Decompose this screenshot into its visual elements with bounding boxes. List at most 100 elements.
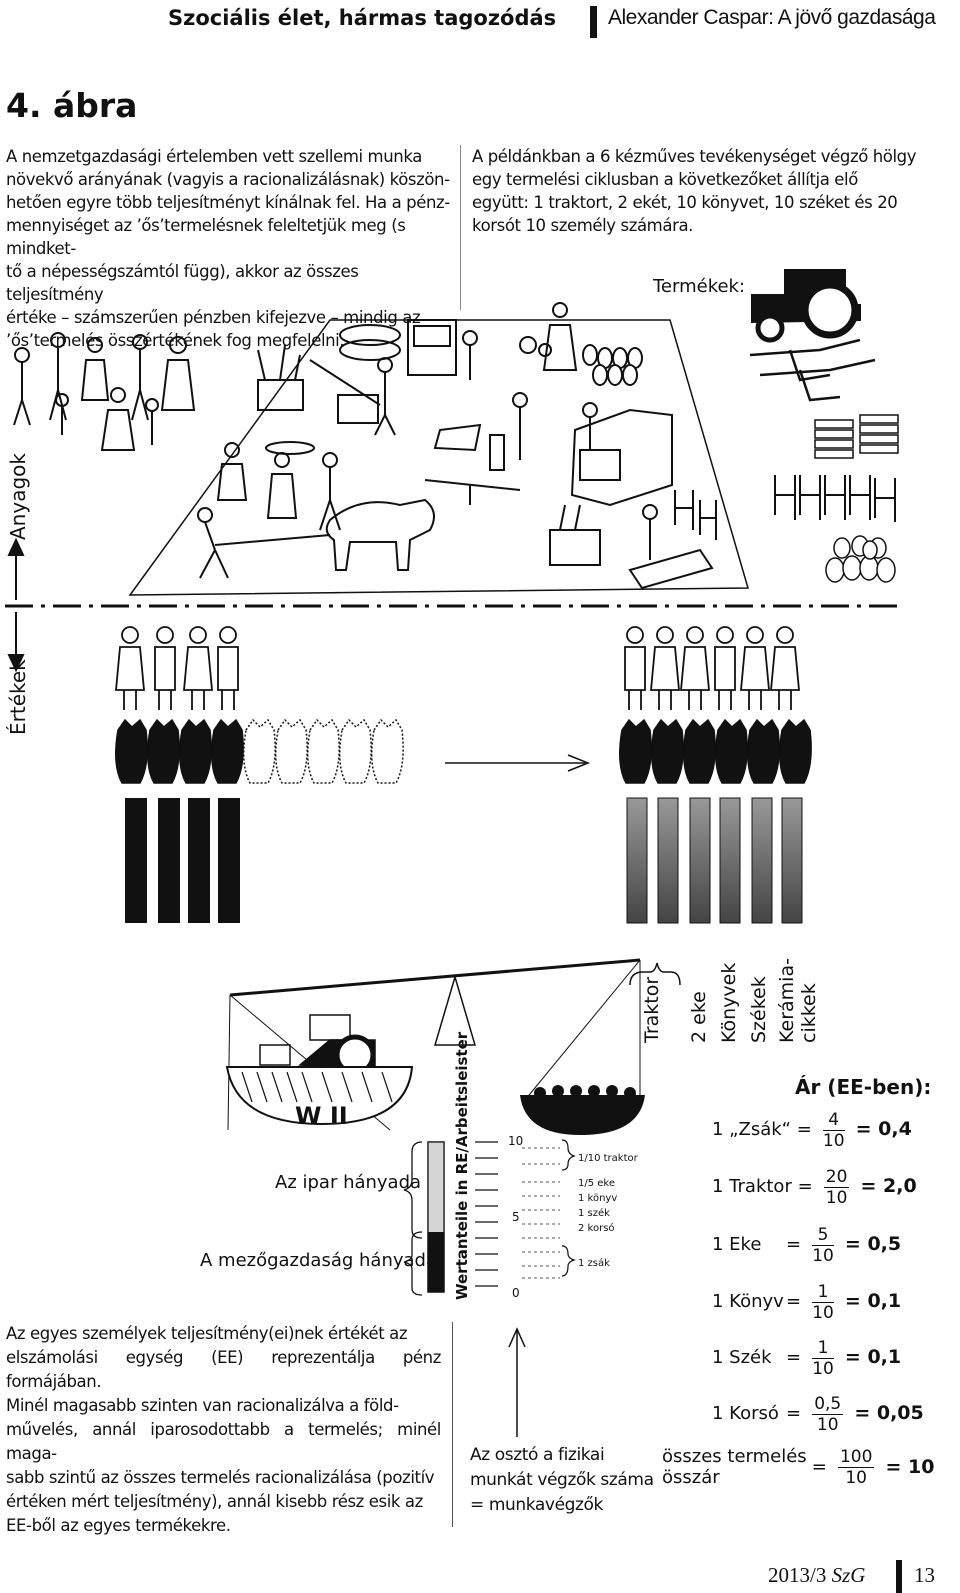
pan-label-w2: W II	[295, 1102, 348, 1130]
text-line: együtt: 1 traktort, 2 ekét, 10 könyvet, …	[472, 193, 898, 212]
price-eq: =	[786, 1291, 802, 1312]
workshop-floor	[128, 319, 749, 596]
label-mezogazdasag-hanyada: A mezőgazdaság hányada	[200, 1250, 438, 1271]
text-line: Az osztó a fizikai	[470, 1445, 605, 1465]
text-line: egy termelési ciklusban a következőket á…	[472, 170, 858, 189]
price-result: = 0,5	[844, 1233, 902, 1255]
note-szek: 1 szék	[578, 1208, 610, 1219]
value-bars-right	[626, 797, 803, 924]
scale-pans-icon	[225, 1066, 414, 1126]
text-line: sabb szintű az összes termelés racionali…	[6, 1468, 435, 1487]
price-title: Ár (EE-ben):	[795, 1075, 932, 1099]
total-label-line1: összes termelés	[662, 1446, 807, 1467]
footer-issue: 2013/3 SzG	[768, 1563, 865, 1588]
bottom-left-text: Az egyes személyek teljesítmény(ei)nek é…	[6, 1322, 441, 1538]
value-scale-ticks	[475, 1139, 576, 1287]
axis-arrows-icon	[7, 537, 25, 673]
note-konyv: 1 könyv	[578, 1193, 618, 1204]
text-line: A nemzetgazdasági értelemben vett szelle…	[6, 147, 422, 166]
price-result: = 0,1	[844, 1346, 902, 1368]
sacks-right-icon	[619, 718, 812, 784]
pottery-workers-icon	[519, 302, 643, 386]
price-label: 1 Szék	[712, 1347, 772, 1368]
text-left-block: A nemzetgazdasági értelemben vett szelle…	[6, 145, 456, 352]
production-illustration	[5, 269, 905, 673]
text-line: növekvő arányának (vagyis a racionalizál…	[6, 170, 450, 189]
footer-issue-number: 2013/3	[768, 1563, 827, 1587]
product-label-szekek: Székek	[748, 976, 770, 1043]
note-eke: 1/5 eke	[578, 1178, 616, 1189]
pan-label-w1: W I	[567, 1102, 611, 1130]
footer-divider	[896, 1560, 902, 1593]
text-line: elszámolási egység (EE) reprezentálja pé…	[6, 1348, 441, 1391]
price-label: 1 Könyv	[712, 1291, 784, 1312]
text-line: korsót 10 személy számára.	[472, 216, 694, 235]
text-line: mennyiséget az ’ős’termelésnek feleltetj…	[6, 216, 406, 258]
price-eq: =	[786, 1234, 802, 1255]
product-label-eke: 2 eke	[688, 991, 710, 1043]
text-line: = munkavégzők	[470, 1495, 603, 1515]
products-heading: Termékek:	[653, 276, 746, 297]
tick-5: 5	[512, 1210, 520, 1224]
text-line: ’ős’termelés összértékének fog megfeleln…	[6, 331, 345, 350]
price-label: 1 „Zsák“ =	[712, 1119, 812, 1140]
text-line: tő a népességszámtól függ), akkor az öss…	[6, 262, 359, 304]
text-line: értéken mért teljesítmény), annál kisebb…	[6, 1492, 423, 1511]
price-label: 1 Traktor =	[712, 1176, 813, 1197]
people-left-row-icon	[115, 626, 239, 710]
chairs-books-workshop-icon	[549, 490, 717, 590]
product-label-konyvek: Könyvek	[718, 962, 740, 1043]
printing-press-icon	[512, 392, 673, 507]
price-eq: =	[786, 1347, 802, 1368]
price-result: = 0,4	[855, 1118, 912, 1140]
value-bars-left	[125, 798, 240, 923]
page-number: 13	[914, 1563, 935, 1587]
text-line: hetően egyre több teljesítményt kínálnak…	[6, 193, 450, 212]
chairs-icon	[774, 475, 896, 522]
bar-axis-label: Wertanteile in RE/Arbeitsleister	[453, 1031, 471, 1300]
footer-journal: SzG	[831, 1563, 866, 1587]
price-eq: =	[786, 1403, 802, 1424]
traktor-brace-icon	[629, 962, 681, 986]
product-label-keramia-line2: cikkek	[798, 983, 820, 1043]
product-label-keramia: Kerámia- cikkek	[776, 958, 820, 1043]
up-arrow-icon	[508, 1327, 526, 1437]
tick-10: 10	[508, 1134, 524, 1148]
text-line: munkát végzők száma	[470, 1470, 654, 1490]
note-zsak: 1 zsák	[578, 1258, 610, 1269]
column-rule-bottom	[452, 1322, 453, 1527]
price-result: = 0,1	[844, 1290, 902, 1312]
figure-title: 4. ábra	[6, 86, 138, 125]
workshop-tools-icon	[257, 319, 521, 505]
text-line: Minél magasabb szinten van racionalizálv…	[6, 1396, 399, 1415]
people-group-left-icon	[13, 332, 196, 451]
text-line: művelés, annál iparosodottabb a termelés…	[6, 1420, 441, 1463]
price-result: = 0,05	[854, 1402, 924, 1424]
product-label-keramia-line1: Kerámia-	[776, 958, 798, 1043]
sacks-left-icon	[115, 718, 404, 784]
farm-workers-icon	[216, 441, 341, 531]
people-right-row-icon	[624, 626, 800, 710]
price-result: = 2,0	[860, 1175, 917, 1197]
bottom-center-text: Az osztó a fizikai munkát végzők száma =…	[470, 1443, 654, 1518]
header-article-title: Alexander Caspar: A jövő gazdasága	[608, 6, 936, 29]
label-ipar-hanyada: Az ipar hányada	[275, 1172, 422, 1193]
column-rule	[460, 145, 461, 310]
header-section-title: Szociális élet, hármas tagozódás	[168, 6, 557, 30]
note-traktor: 1/10 traktor	[578, 1153, 638, 1164]
price-label: 1 Korsó	[712, 1403, 779, 1424]
text-right-block: A példánkban a 6 kézműves tevékenységet …	[472, 145, 942, 237]
right-arrow-icon	[445, 754, 591, 772]
axis-label-anyagok: Anyagok	[6, 453, 30, 540]
